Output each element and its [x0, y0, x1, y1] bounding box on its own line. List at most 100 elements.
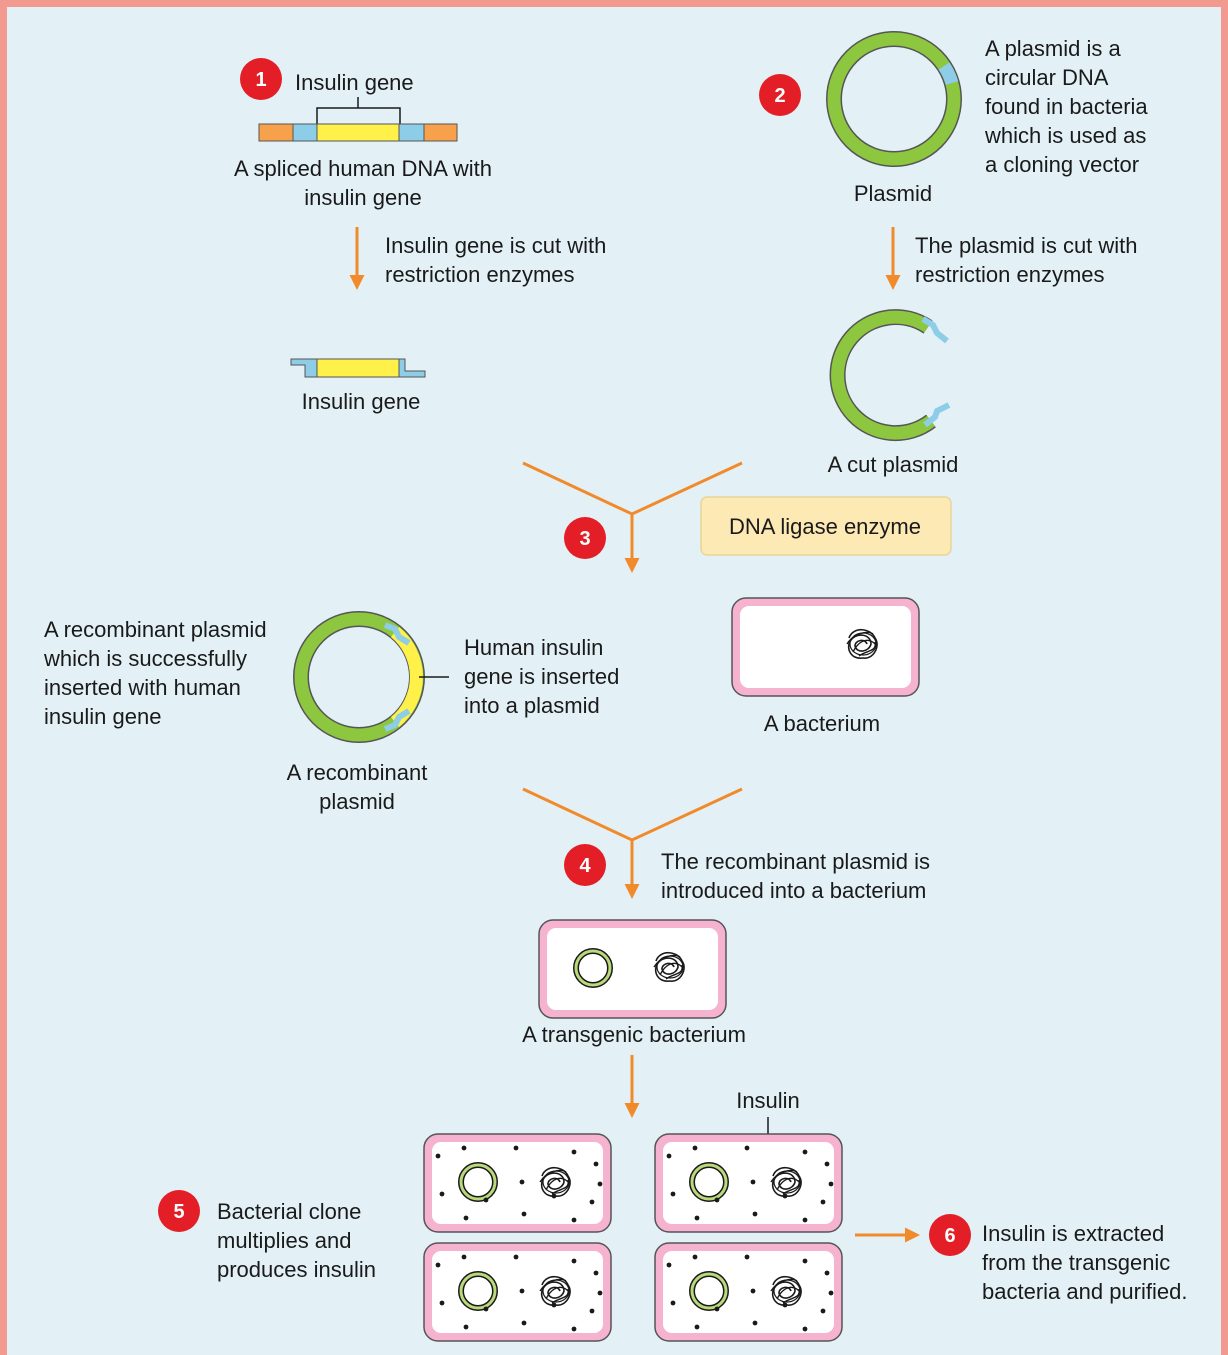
clone-bacterium — [423, 1133, 612, 1233]
insulin-dot — [435, 1262, 441, 1268]
insulin-dot — [820, 1199, 826, 1205]
step-5-badge — [158, 1190, 200, 1232]
extract-text-line-2: from the transgenic — [982, 1250, 1170, 1275]
insulin-dot — [439, 1191, 445, 1197]
insulin-dot — [666, 1262, 672, 1268]
step-1-number: 1 — [255, 69, 266, 91]
insulin-dot — [752, 1211, 758, 1217]
insulin-dot — [483, 1306, 489, 1312]
insulin-dot — [694, 1215, 700, 1221]
insulin-dot — [744, 1145, 750, 1151]
extract-text-line-3: bacteria and purified. — [982, 1279, 1187, 1304]
clone-text-line-3: produces insulin — [217, 1257, 376, 1282]
plasmid-desc-line-3: found in bacteria — [985, 94, 1148, 119]
insulin-dot — [519, 1179, 525, 1185]
insulin-dot — [593, 1270, 599, 1276]
insulin-dot — [670, 1191, 676, 1197]
step-2-group: 2 A plasmid is a circular DNA found in b… — [759, 31, 1148, 477]
insulin-dot — [551, 1193, 557, 1199]
step-1-group: 1 Insulin gene A spliced human DNA with … — [234, 58, 606, 414]
recombinant-label-line-1: A recombinant — [287, 760, 428, 785]
insulin-dot — [666, 1153, 672, 1159]
insulin-dot — [824, 1161, 830, 1167]
insulin-dot — [782, 1193, 788, 1199]
step-6-group: 6 Insulin is extracted from the transgen… — [855, 1214, 1187, 1304]
insulin-dot — [744, 1254, 750, 1260]
cut-plasmid-label: A cut plasmid — [828, 452, 959, 477]
insulin-dot — [463, 1324, 469, 1330]
insulin-dot — [714, 1306, 720, 1312]
insulin-dot — [463, 1215, 469, 1221]
insulin-dot — [597, 1290, 603, 1296]
insulin-production-diagram: 1 Insulin gene A spliced human DNA with … — [43, 31, 1187, 1342]
insulin-dot — [483, 1197, 489, 1203]
extract-text-line-1: Insulin is extracted — [982, 1221, 1164, 1246]
insulin-dot — [802, 1326, 808, 1332]
insulin-dot — [597, 1181, 603, 1187]
inserted-note-line-1: Human insulin — [464, 635, 603, 660]
insulin-dot — [571, 1149, 577, 1155]
cut-plasmid-shape — [829, 309, 951, 442]
transgenic-bacterium-cell — [538, 919, 727, 1019]
step-4-number: 4 — [579, 855, 591, 877]
recombinant-note-line-3: inserted with human — [44, 675, 241, 700]
insulin-dot — [513, 1254, 519, 1260]
insulin-dot — [828, 1181, 834, 1187]
bacterium-cell — [731, 597, 920, 697]
plasmid-cut-text-line-1: The plasmid is cut with — [915, 233, 1138, 258]
insulin-dot — [694, 1324, 700, 1330]
insulin-dot — [551, 1302, 557, 1308]
gene-bracket — [316, 97, 401, 124]
step-3-badge — [564, 517, 606, 559]
insulin-dot — [571, 1258, 577, 1264]
cut-gene-label: Insulin gene — [302, 389, 421, 414]
ligase-label: DNA ligase enzyme — [729, 514, 921, 539]
plasmid-desc-line-1: A plasmid is a — [985, 36, 1121, 61]
recombinant-note-line-4: insulin gene — [44, 704, 161, 729]
step-6-badge — [929, 1214, 971, 1256]
insulin-dot — [461, 1254, 467, 1260]
insulin-dot — [589, 1199, 595, 1205]
recombinant-label-line-2: plasmid — [319, 789, 395, 814]
recombinant-plasmid-ring — [293, 611, 425, 743]
ligase-box — [700, 496, 952, 556]
insulin-gene-label: Insulin gene — [295, 70, 414, 95]
insulin-dot — [593, 1161, 599, 1167]
dna-caption-line-1: A spliced human DNA with — [234, 156, 492, 181]
insulin-dot — [439, 1300, 445, 1306]
step-2-number: 2 — [774, 85, 785, 107]
clone-text-line-1: Bacterial clone — [217, 1199, 361, 1224]
step-5-group: Insulin 5 Bacterial clone multiplies and… — [158, 1088, 843, 1342]
insulin-dot — [571, 1217, 577, 1223]
plasmid-desc-line-4: which is used as — [984, 123, 1146, 148]
recombinant-note-line-1: A recombinant plasmid — [44, 617, 267, 642]
step-3-group: 3 DNA ligase enzyme A recombinant plasmi… — [43, 461, 952, 814]
inserted-note-line-3: into a plasmid — [464, 693, 600, 718]
insulin-dot — [461, 1145, 467, 1151]
insulin-dot — [802, 1149, 808, 1155]
introduced-text-line-1: The recombinant plasmid is — [661, 849, 930, 874]
plasmid-desc-line-2: circular DNA — [985, 65, 1109, 90]
gene-cut-text-line-1: Insulin gene is cut with — [385, 233, 606, 258]
clone-bacterium — [654, 1242, 843, 1342]
step-4-badge — [564, 844, 606, 886]
insulin-dot — [521, 1211, 527, 1217]
insulin-label: Insulin — [736, 1088, 800, 1113]
introduced-text-line-2: introduced into a bacterium — [661, 878, 926, 903]
insulin-dot — [513, 1145, 519, 1151]
insulin-dot — [670, 1300, 676, 1306]
plasmid-cut-text-line-2: restriction enzymes — [915, 262, 1105, 287]
insulin-dot — [692, 1145, 698, 1151]
insulin-dot — [692, 1254, 698, 1260]
spliced-dna-strip — [258, 123, 458, 142]
insulin-dot — [802, 1217, 808, 1223]
plasmid-label: Plasmid — [854, 181, 932, 206]
recombinant-note-line-2: which is successfully — [43, 646, 247, 671]
step-6-number: 6 — [944, 1225, 955, 1247]
plasmid-ring — [826, 31, 962, 167]
bacterium-label: A bacterium — [764, 711, 880, 736]
insulin-dot — [571, 1326, 577, 1332]
insulin-dot — [782, 1302, 788, 1308]
merge-lines-4 — [522, 787, 743, 842]
